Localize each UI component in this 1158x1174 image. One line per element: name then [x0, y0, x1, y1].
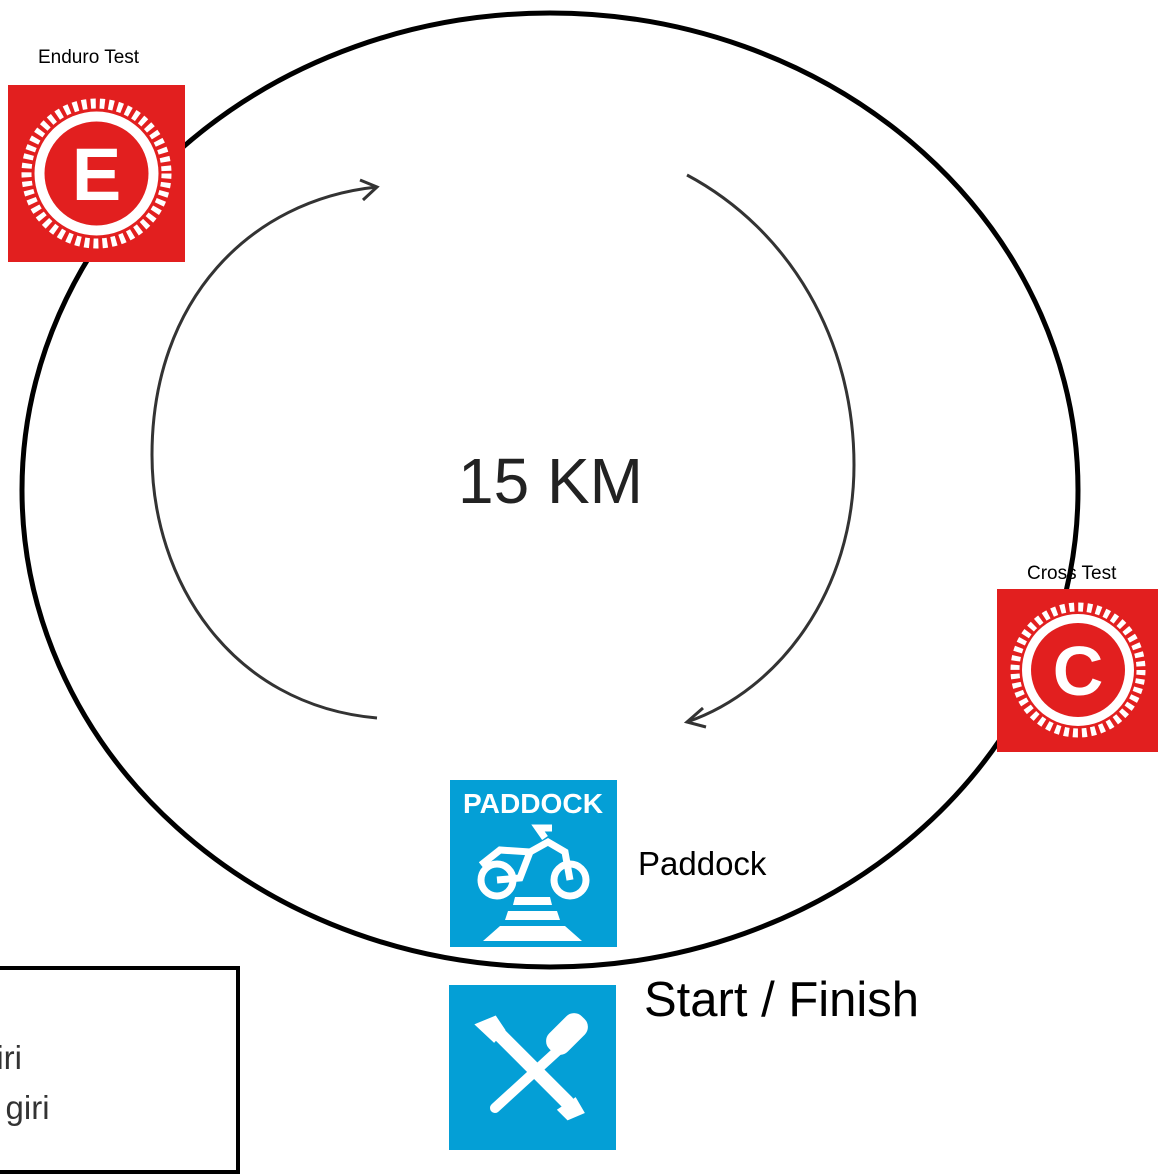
- legend-line: 4 giri: [0, 1089, 50, 1126]
- direction-arrow-right: [683, 173, 856, 729]
- paddock-label: Paddock: [638, 845, 767, 882]
- cross-test-icon: C: [997, 589, 1158, 752]
- route-diagram: E C PADDOCK: [8, 10, 1158, 1150]
- motorcycle-icon: [477, 824, 590, 900]
- track-loop: [19, 10, 1081, 970]
- direction-arrow-left: [150, 178, 380, 720]
- paddock-badge-text: PADDOCK: [463, 788, 603, 819]
- enduro-test-label: Enduro Test: [38, 47, 140, 68]
- enduro-letter: E: [72, 133, 121, 216]
- loop-distance: 15 KM: [458, 445, 643, 517]
- legend-line: giri: [0, 1039, 23, 1076]
- track-lines-icon: [483, 897, 582, 941]
- paddock-icon: PADDOCK: [450, 780, 617, 947]
- tools-icon: [449, 985, 616, 1150]
- legend-box: giri 4 giri: [0, 966, 240, 1174]
- enduro-test-icon: E: [8, 85, 185, 262]
- cross-letter: C: [1053, 632, 1104, 710]
- start-finish-label: Start / Finish: [644, 973, 920, 1027]
- cross-test-label: Cross Test: [1027, 563, 1117, 584]
